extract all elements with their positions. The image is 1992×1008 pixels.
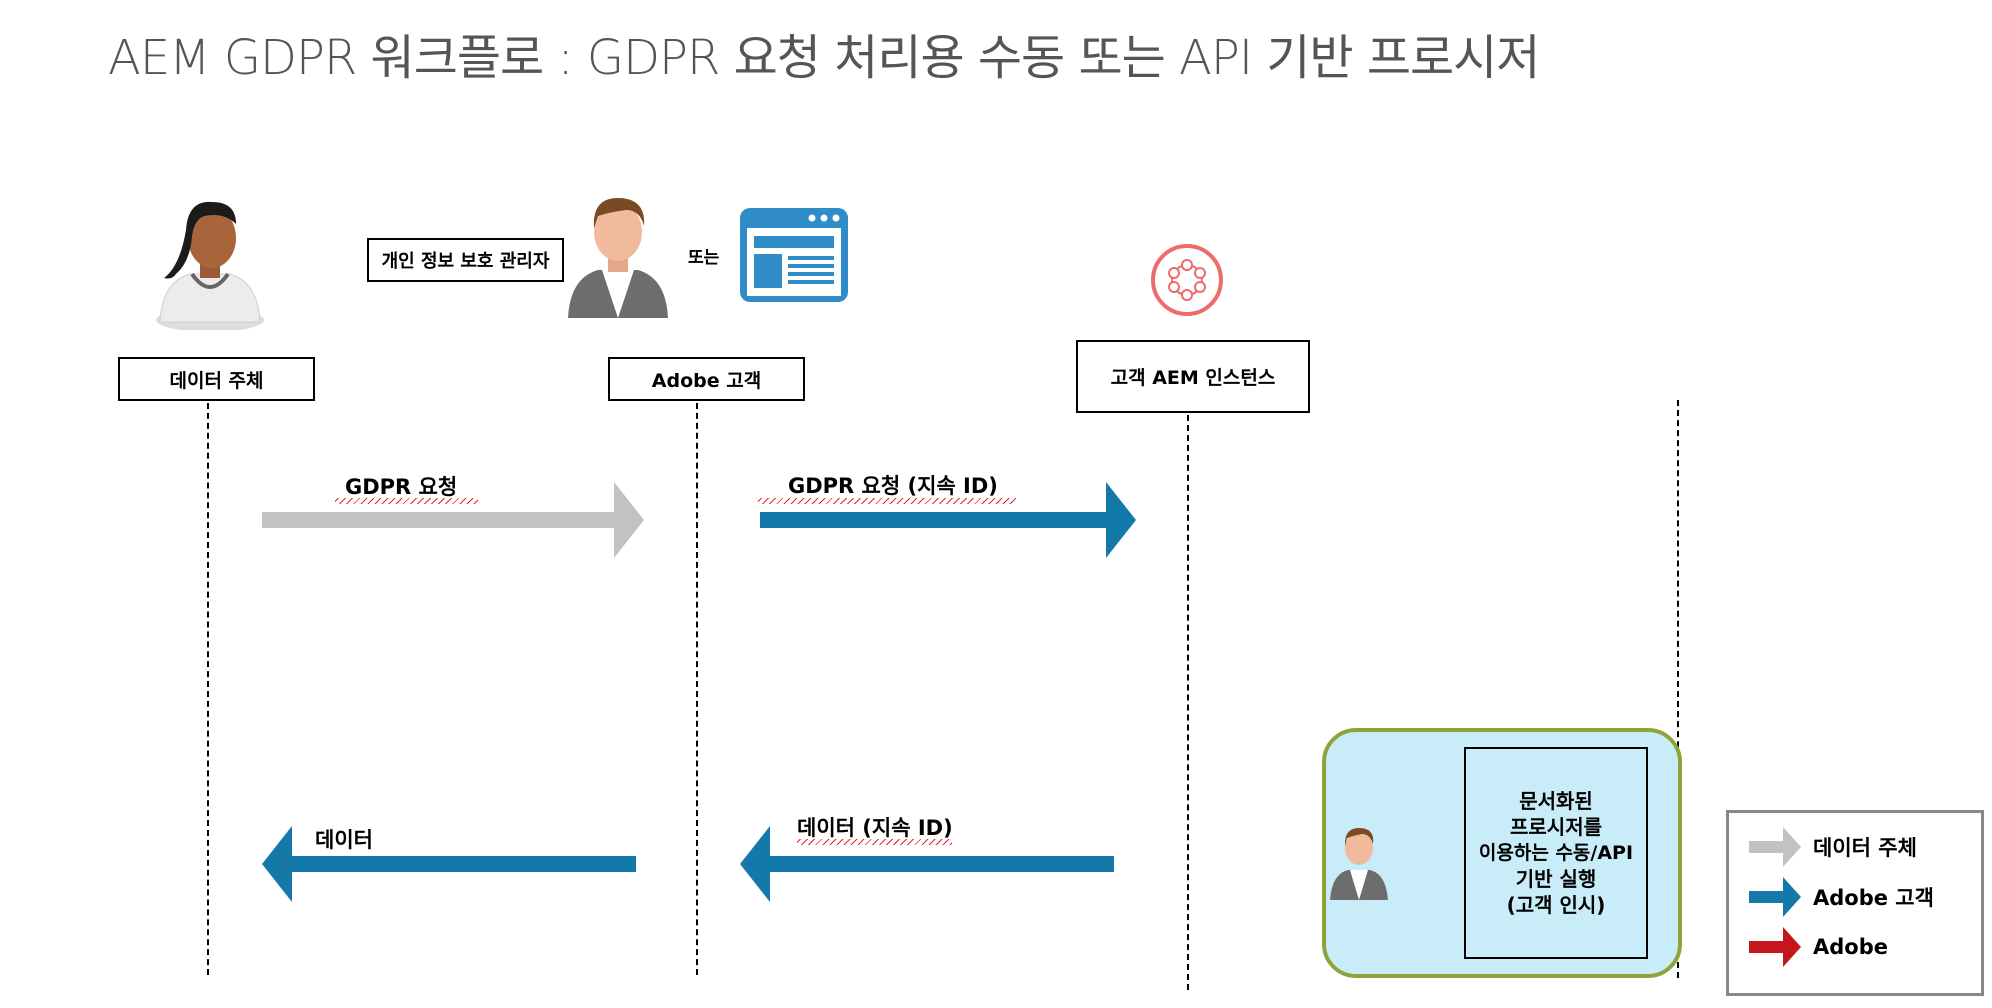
legend-item-data-subject: 데이터 주체 (1749, 825, 1917, 869)
process-line: 이용하는 수동/API (1478, 842, 1634, 864)
data-label: 데이터 (315, 828, 373, 852)
legend-label: Adobe (1813, 935, 1888, 959)
legend: 데이터 주체 Adobe 고객 Adobe (1726, 810, 1984, 996)
arrow-data-id (740, 826, 1114, 902)
legend-item-adobe: Adobe (1749, 925, 1888, 969)
web-form-icon (740, 208, 848, 302)
process-description-box: 문서화된 프로시저를 이용하는 수동/API 기반 실행 (고객 인시) (1464, 747, 1648, 959)
gdpr-request-label: GDPR 요청 (345, 475, 458, 499)
aem-logo-icon (1151, 244, 1223, 316)
gdpr-request-squiggle (335, 498, 478, 504)
data-subject-person-icon (156, 201, 264, 330)
legend-item-adobe-customer: Adobe 고객 (1749, 875, 1934, 919)
legend-label: Adobe 고객 (1813, 886, 1934, 910)
arrow-gdpr-request (262, 482, 644, 558)
arrow-data (262, 826, 636, 902)
legend-label: 데이터 주체 (1813, 836, 1917, 860)
lifeline-aem-instance (1187, 415, 1189, 990)
legend-red-arrow-icon (1749, 927, 1801, 967)
process-line: 문서화된 (1519, 789, 1593, 813)
lifeline-adobe (1677, 400, 1679, 978)
admin-person-icon (568, 198, 668, 318)
gdpr-request-id-label: GDPR 요청 (지속 ID) (788, 474, 998, 498)
lifeline-data-subject (207, 403, 209, 975)
process-line: (고객 인시) (1506, 893, 1606, 917)
process-line: 프로시저를 (1510, 815, 1602, 839)
legend-gray-arrow-icon (1749, 827, 1801, 867)
aem-instance-box: 고객 AEM 인스턴스 (1076, 340, 1310, 413)
data-id-squiggle (797, 839, 952, 845)
process-line: 기반 실행 (1515, 867, 1597, 891)
arrow-gdpr-request-id (760, 482, 1136, 558)
gdpr-request-id-squiggle (758, 498, 1016, 504)
legend-blue-arrow-icon (1749, 877, 1801, 917)
data-id-label: 데이터 (지속 ID) (797, 816, 953, 840)
lifeline-adobe-customer (696, 403, 698, 975)
operator-person-icon (1330, 828, 1388, 900)
privacy-admin-label: 개인 정보 보호 관리자 (367, 238, 564, 282)
diagram-title: AEM GDPR 워크플로 : GDPR 요청 처리용 수동 또는 API 기반… (108, 30, 1540, 86)
adobe-customer-box: Adobe 고객 (608, 357, 805, 401)
or-label: 또는 (688, 248, 720, 268)
data-subject-box: 데이터 주체 (118, 357, 315, 401)
